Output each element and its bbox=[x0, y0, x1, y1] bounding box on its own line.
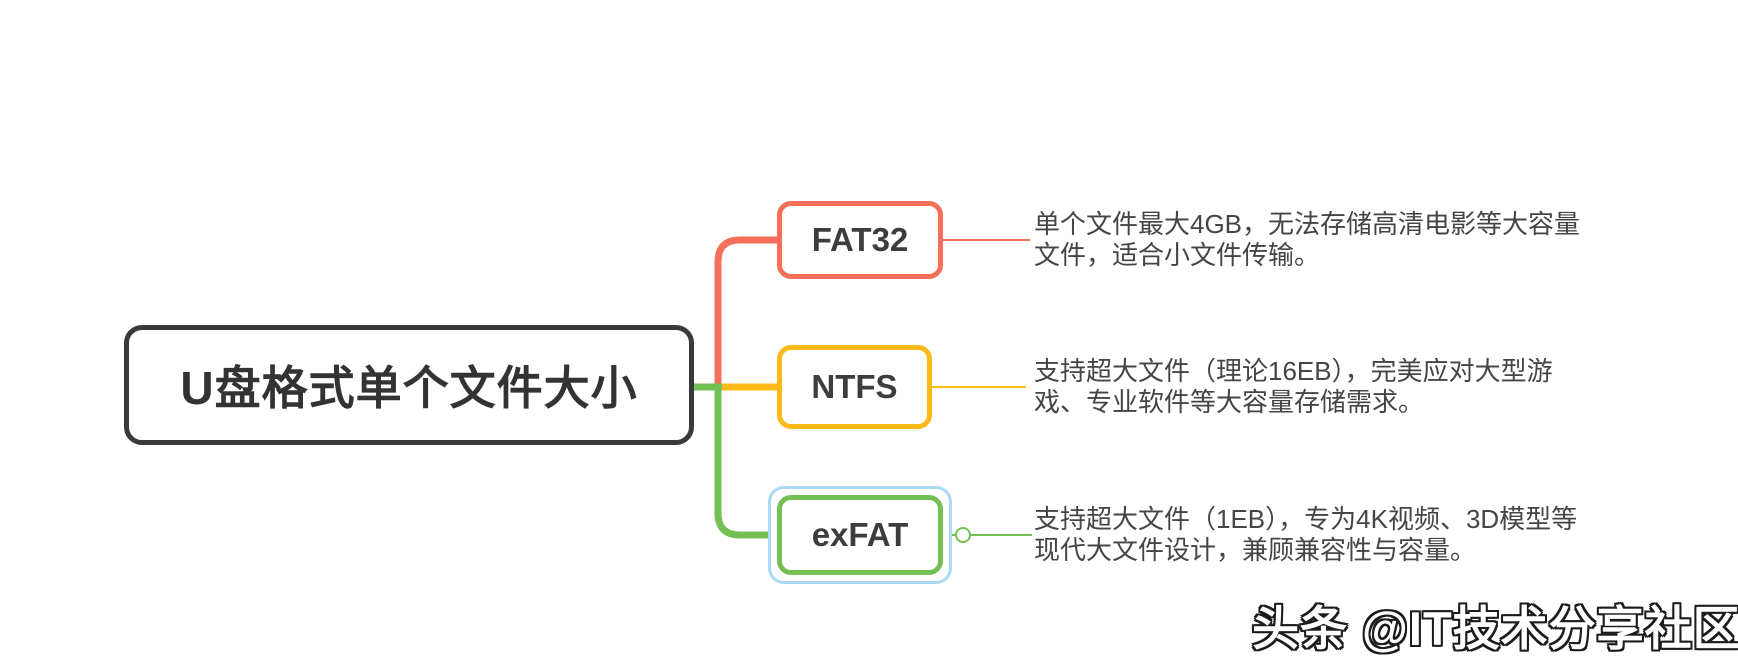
node-fat32-label: FAT32 bbox=[811, 221, 909, 258]
desc-node-ntfs[interactable]: 支持超大文件（理论16EB），完美应对大型游 戏、专业软件等大容量存储需求。 bbox=[1034, 356, 1594, 418]
desc-node-exfat[interactable]: 支持超大文件（1EB），专为4K视频、3D模型等 现代大文件设计，兼顾兼容性与容… bbox=[1034, 504, 1594, 566]
root-node-label: U盘格式单个文件大小 bbox=[180, 362, 638, 414]
node-ntfs-label: NTFS bbox=[811, 368, 898, 405]
collapse-toggle-exfat[interactable] bbox=[955, 527, 971, 543]
desc-node-fat32[interactable]: 单个文件最大4GB，无法存储高清电影等大容量 文件，适合小文件传输。 bbox=[1034, 209, 1594, 271]
desc-fat32-line1: 单个文件最大4GB，无法存储高清电影等大容量 bbox=[1034, 209, 1581, 239]
node-ntfs[interactable]: NTFS bbox=[777, 345, 932, 429]
node-exfat[interactable]: exFAT bbox=[777, 495, 943, 575]
watermark-text: 头条 @IT技术分享社区 bbox=[1252, 602, 1738, 655]
root-node[interactable]: U盘格式单个文件大小 bbox=[124, 325, 694, 445]
desc-ntfs-line2: 戏、专业软件等大容量存储需求。 bbox=[1034, 387, 1425, 417]
branch-line-exfat bbox=[714, 385, 778, 539]
node-fat32[interactable]: FAT32 bbox=[777, 201, 943, 279]
branch-line-fat32 bbox=[714, 236, 779, 389]
desc-ntfs-line1: 支持超大文件（理论16EB），完美应对大型游 bbox=[1034, 356, 1553, 386]
node-exfat-label: exFAT bbox=[811, 516, 909, 553]
desc-fat32-line2: 文件，适合小文件传输。 bbox=[1034, 240, 1321, 270]
desc-exfat-line2: 现代大文件设计，兼顾兼容性与容量。 bbox=[1034, 535, 1477, 565]
desc-exfat-line1: 支持超大文件（1EB），专为4K视频、3D模型等 bbox=[1034, 504, 1578, 534]
